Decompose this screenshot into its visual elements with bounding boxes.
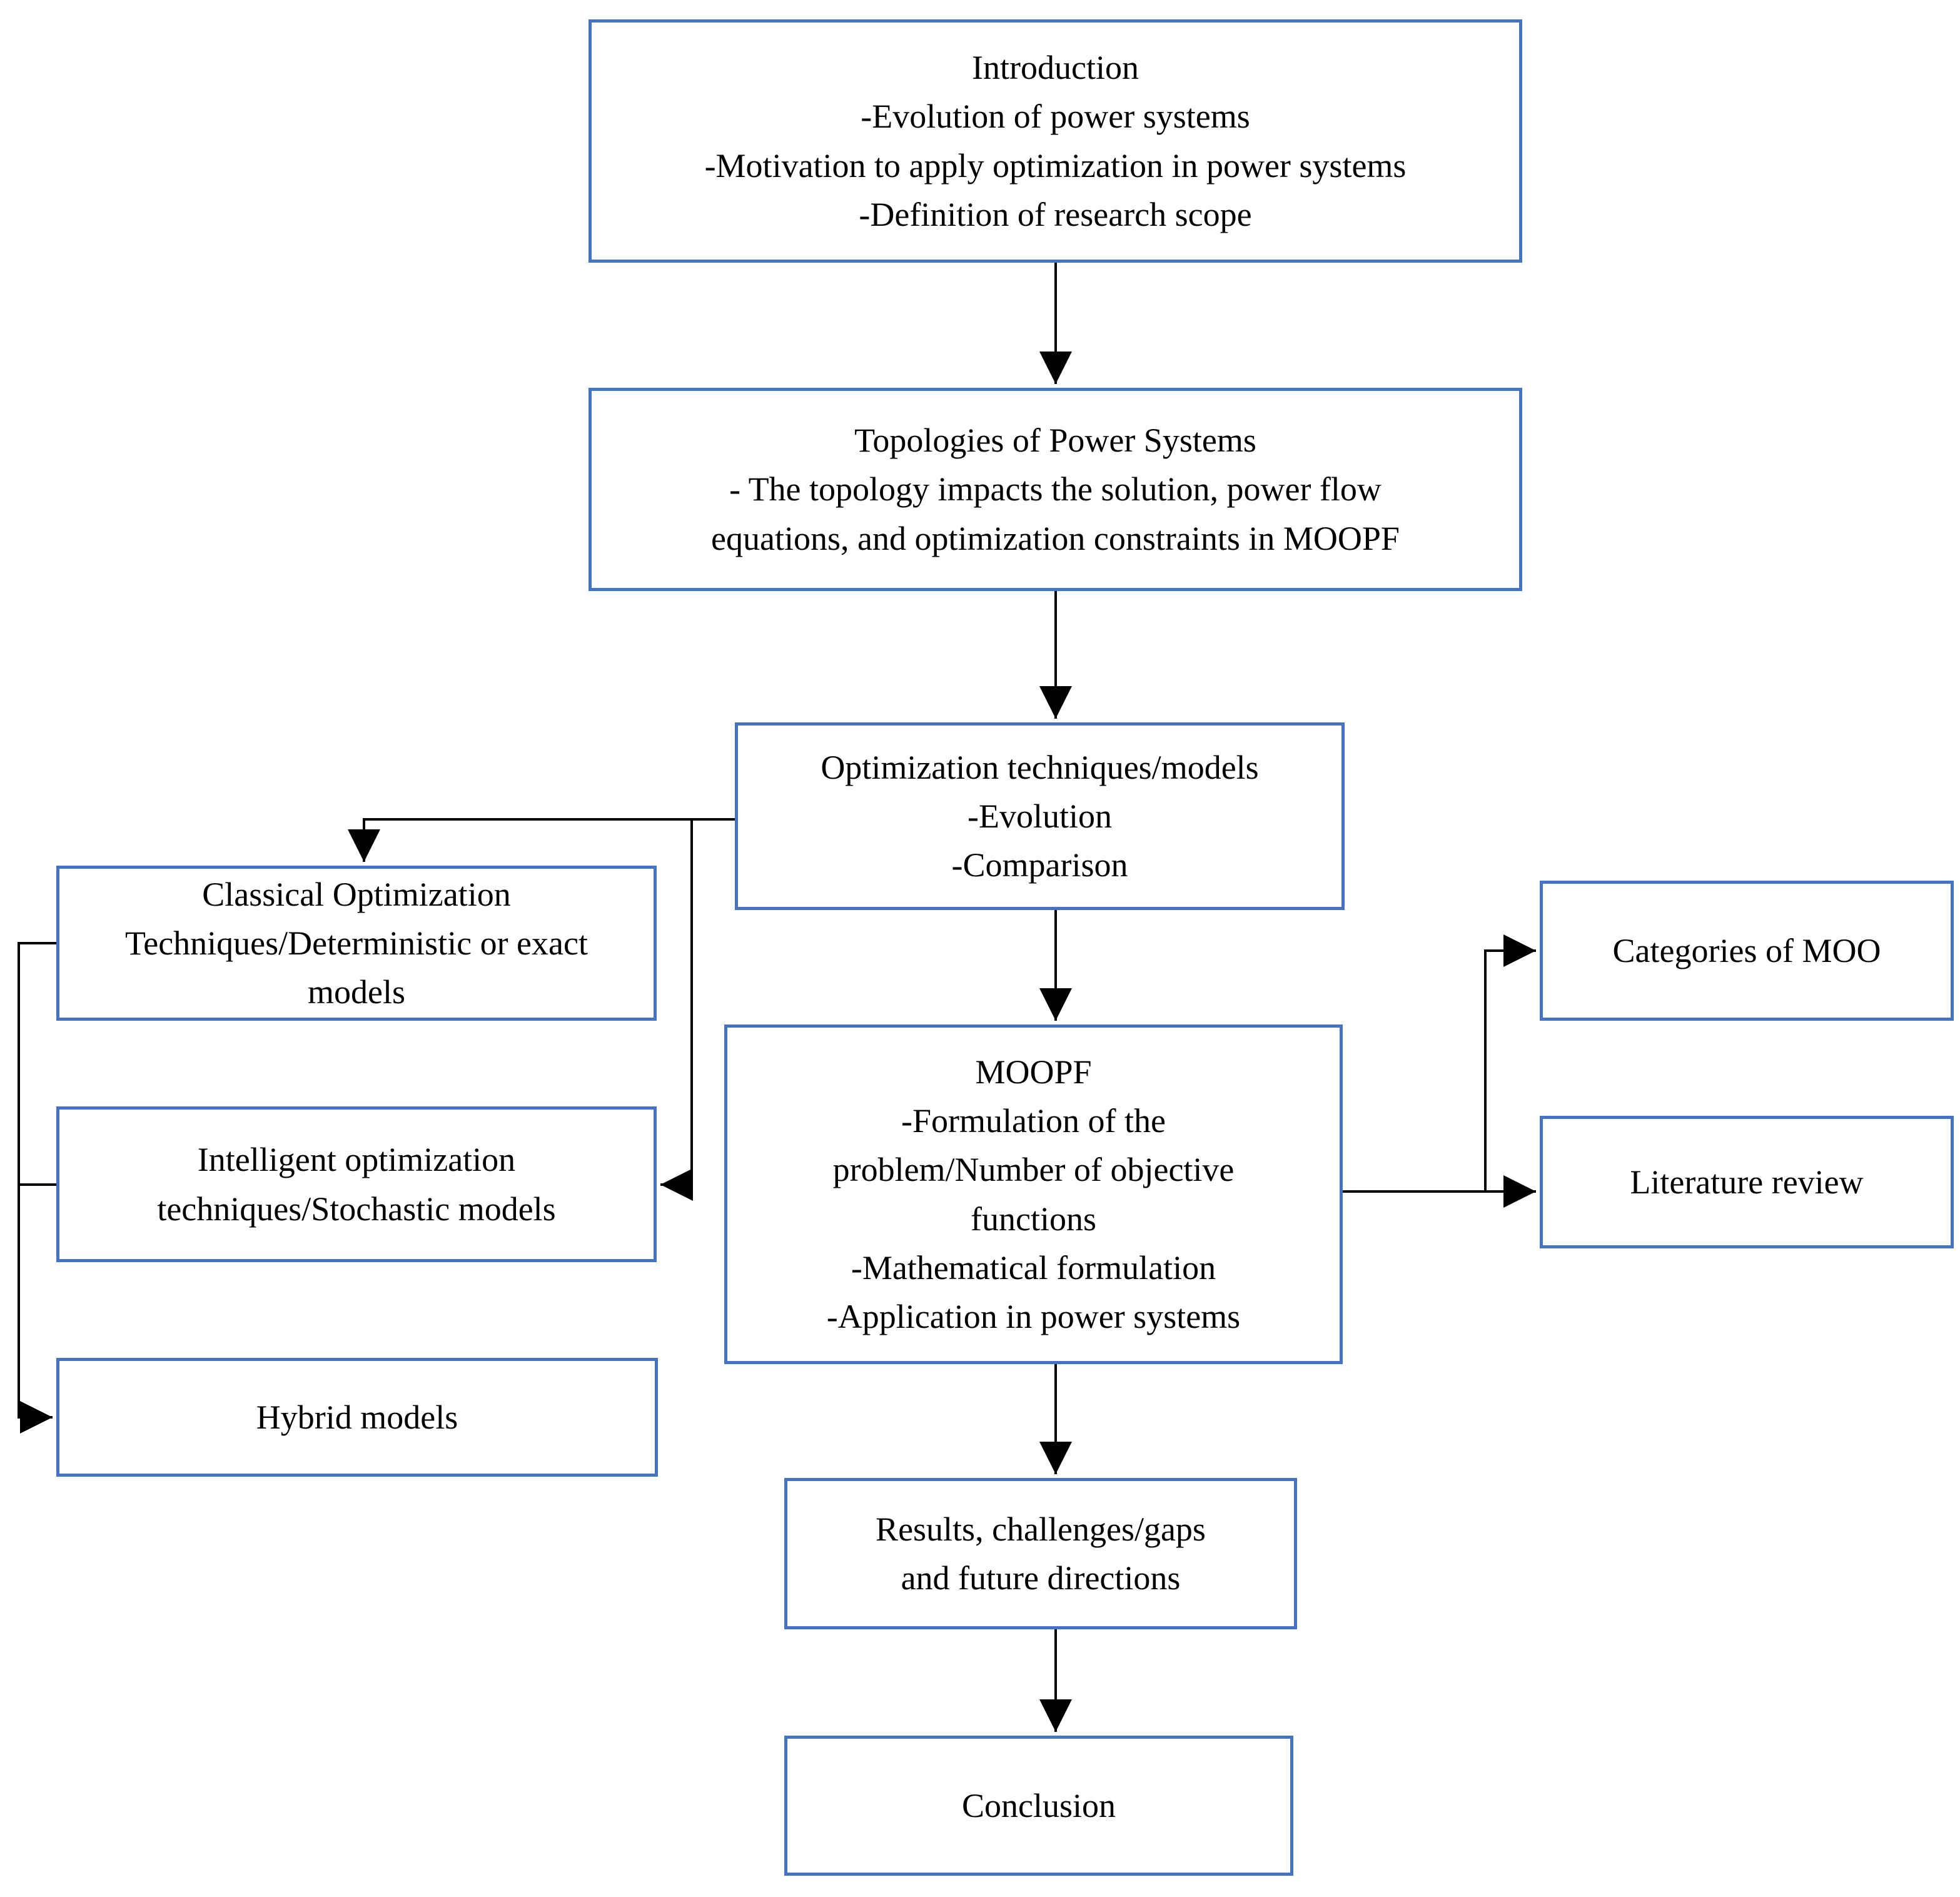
connector-optimization-to-intelligent [660, 819, 693, 1201]
box-hybrid-models: Hybrid models [56, 1358, 658, 1477]
box-optimization-techniques: Optimization techniques/models -Evolutio… [735, 722, 1345, 910]
connector-classical-rail-to-hybrid [18, 942, 56, 1434]
box-classical-optimization: Classical Optimization Techniques/Determ… [56, 866, 657, 1021]
box-intelligent-optimization: Intelligent optimization techniques/Stoc… [56, 1106, 657, 1262]
box-categories-of-moo: Categories of MOO [1540, 881, 1954, 1021]
connector-moopf-branch-to-categories [1484, 934, 1536, 1191]
box-results-challenges: Results, challenges/gaps and future dire… [784, 1478, 1297, 1629]
connector-optimization-to-classical [348, 818, 735, 862]
box-literature-review: Literature review [1540, 1116, 1954, 1248]
box-moopf: MOOPF -Formulation of the problem/Number… [724, 1024, 1343, 1364]
box-conclusion: Conclusion [784, 1736, 1293, 1876]
box-topologies: Topologies of Power Systems - The topolo… [589, 388, 1522, 591]
box-introduction: Introduction -Evolution of power systems… [589, 19, 1522, 263]
